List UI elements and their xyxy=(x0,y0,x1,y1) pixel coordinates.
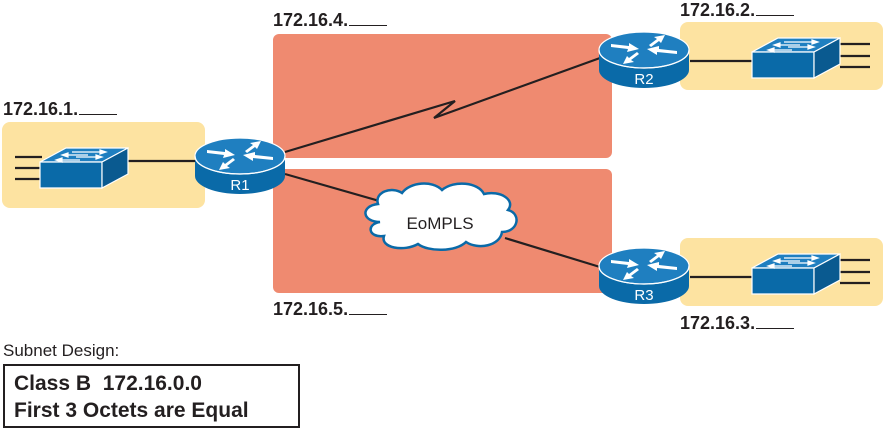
subnet-label-lan-r3: 172.16.3. xyxy=(680,313,795,334)
host-blank xyxy=(349,300,388,315)
host-blank xyxy=(756,314,795,329)
router-r3: R3 xyxy=(598,247,690,305)
serial-link-r1-r2 xyxy=(284,56,601,154)
eompls-link-r1-cloud xyxy=(284,172,391,206)
subnet-prefix: 172.16.4. xyxy=(273,10,349,30)
subnet-label-wan-r1-r3: 172.16.5. xyxy=(273,299,388,320)
subnet-prefix: 172.16.1. xyxy=(3,99,79,119)
router-r2: R2 xyxy=(598,31,690,89)
eompls-link-cloud-r3 xyxy=(504,236,601,269)
router-r3-label: R3 xyxy=(634,287,653,304)
subnet-design-title: Subnet Design: xyxy=(3,341,120,360)
subnet-label-lan-r1: 172.16.1. xyxy=(3,99,118,120)
router-r1-label: R1 xyxy=(230,177,249,194)
cloud-icon xyxy=(364,182,518,251)
router-r1: R1 xyxy=(194,137,286,195)
subnet-label-wan-r1-r2: 172.16.4. xyxy=(273,10,388,31)
subnet-design-box: Class B 172.16.0.0 First 3 Octets are Eq… xyxy=(3,364,300,428)
router-r2-label: R2 xyxy=(634,71,653,88)
design-class-line: Class B 172.16.0.0 xyxy=(14,372,202,395)
host-blank xyxy=(79,100,118,115)
cloud-label: EoMPLS xyxy=(406,214,473,233)
eompls-cloud: EoMPLS xyxy=(364,182,518,251)
subnet-label-lan-r2: 172.16.2. xyxy=(680,0,795,21)
subnet-prefix: 172.16.2. xyxy=(680,0,756,20)
host-blank xyxy=(349,11,388,26)
wan-r1-r2-area xyxy=(273,34,612,158)
host-blank xyxy=(756,1,795,16)
subnet-prefix: 172.16.3. xyxy=(680,313,756,333)
design-octets-line: First 3 Octets are Equal xyxy=(14,399,249,422)
subnet-prefix: 172.16.5. xyxy=(273,299,349,319)
